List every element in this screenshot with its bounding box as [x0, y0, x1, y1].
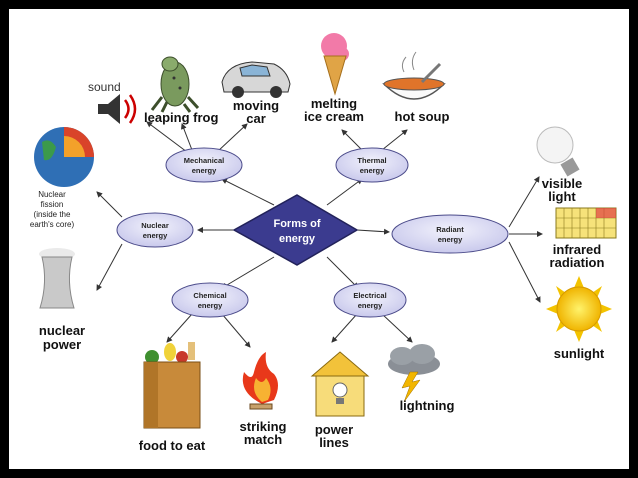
sound-label: sound: [88, 80, 121, 94]
center-label-2: energy: [279, 233, 316, 245]
sunlight-label: sunlight: [554, 346, 605, 361]
food-to-eat-label: food to eat: [139, 438, 206, 453]
energy-diagram: Forms of energy Mechanical energy Therma…: [30, 33, 617, 453]
house-bulb-icon: [310, 351, 370, 417]
speaker-icon: [98, 94, 137, 124]
electrical-node: Electrical energy: [333, 282, 407, 318]
nuclear-power-label-2: power: [43, 337, 81, 352]
radiant-node: Radiant energy: [391, 214, 509, 254]
thermal-label-2: energy: [360, 166, 385, 175]
cooling-tower-icon: [39, 248, 75, 309]
chemical-label: Chemical: [193, 291, 226, 300]
mechanical-label-2: energy: [192, 166, 217, 175]
soup-bowl-icon: [382, 51, 446, 100]
fission-label-3: (inside the: [34, 210, 71, 219]
center-node: Forms of energy: [232, 194, 359, 266]
electrical-label: Electrical: [353, 291, 386, 300]
thermal-label: Thermal: [357, 156, 386, 165]
sun-icon: [546, 276, 612, 342]
diagram-frame: Forms of energy Mechanical energy Therma…: [8, 8, 630, 470]
melting-label-1: melting: [311, 96, 357, 111]
nuclear-node: Nuclear energy: [116, 212, 194, 248]
mechanical-label: Mechanical: [184, 156, 224, 165]
nuclear-label-2: energy: [143, 231, 168, 240]
radiant-label: Radiant: [436, 225, 464, 234]
leaping-frog-label: leaping frog: [144, 110, 218, 125]
striking-match-label-1: striking: [240, 419, 287, 434]
connectors: [96, 121, 543, 348]
chemical-label-2: energy: [198, 301, 223, 310]
frog-icon: [150, 56, 200, 113]
spectrum-grid-icon: [555, 207, 617, 239]
hot-soup-label: hot soup: [395, 109, 450, 124]
grocery-bag-icon: [143, 342, 201, 429]
nuclear-power-label-1: nuclear: [39, 323, 85, 338]
radiant-label-2: energy: [438, 235, 463, 244]
striking-match-label-2: match: [244, 432, 282, 447]
storm-cloud-icon: [388, 344, 440, 403]
infrared-label-2: radiation: [550, 255, 605, 270]
visible-light-label-2: light: [548, 189, 576, 204]
visible-light-label-1: visible: [542, 176, 582, 191]
melting-label-2: ice cream: [304, 109, 364, 124]
earth-core-icon: [34, 127, 94, 187]
fission-label-1: Nuclear: [38, 190, 66, 199]
fission-label-2: fission: [41, 200, 64, 209]
power-lines-label-1: power: [315, 422, 353, 437]
center-label-1: Forms of: [273, 218, 320, 230]
mechanical-node: Mechanical energy: [165, 147, 243, 183]
flame-icon: [242, 352, 278, 410]
lightning-label: lightning: [400, 398, 455, 413]
thermal-node: Thermal energy: [335, 147, 409, 183]
electrical-label-2: energy: [358, 301, 383, 310]
light-bulb-icon: [536, 126, 580, 177]
moving-car-label-1: moving: [233, 98, 279, 113]
moving-car-label-2: car: [246, 111, 266, 126]
power-lines-label-2: lines: [319, 435, 349, 450]
car-icon: [221, 61, 291, 98]
nuclear-label: Nuclear: [141, 221, 169, 230]
chemical-node: Chemical energy: [171, 282, 249, 318]
ice-cream-icon: [321, 33, 349, 96]
infrared-label-1: infrared: [553, 242, 601, 257]
fission-label-4: earth's core): [30, 220, 75, 229]
